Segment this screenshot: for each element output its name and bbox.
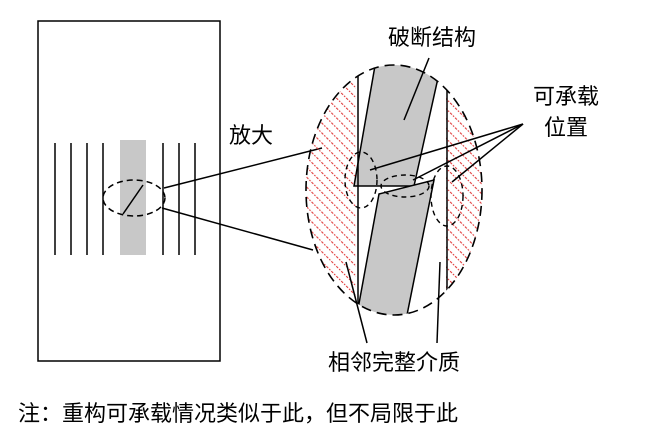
- load-position-pointers: [369, 123, 524, 183]
- fracture-upper-block: [353, 65, 443, 187]
- adjacent-medium-pointer-left: [345, 261, 368, 344]
- adjacent-medium-pointer-right: [436, 261, 441, 344]
- magnified-view: [306, 65, 482, 315]
- left-medium-hatch: [306, 65, 356, 315]
- specimen-outline: [37, 20, 221, 362]
- specimen-fracture-crack: [122, 184, 144, 215]
- load-position-ellipse-left: [344, 151, 378, 209]
- zoom-source-ellipse: [102, 179, 166, 217]
- load-position-label-line2: 位置: [544, 116, 588, 141]
- fracture-lower-block: [355, 178, 435, 315]
- load-position-pointer: [412, 123, 524, 181]
- specimen-lines: [54, 143, 196, 255]
- magnify-label: 放大: [229, 124, 273, 149]
- fracture-structure-label: 破断结构: [388, 26, 476, 51]
- magnified-ellipse: [305, 64, 483, 316]
- load-position-pointer: [451, 123, 524, 183]
- load-position-ellipse-center: [380, 174, 430, 198]
- load-position-pointer: [369, 123, 524, 171]
- fracture-structure-pointer: [403, 57, 430, 121]
- note-text: 注：重构可承载情况类似于此，但不局限于此: [18, 402, 458, 427]
- zoom-line-top: [163, 147, 323, 189]
- specimen-fracture-strip: [120, 140, 146, 255]
- load-position-ellipse-right: [430, 165, 464, 227]
- zoom-line-bottom: [161, 207, 314, 251]
- load-position-label-line1: 可承载: [533, 85, 599, 110]
- adjacent-medium-label: 相邻完整介质: [328, 351, 460, 376]
- right-medium-hatch: [446, 65, 482, 315]
